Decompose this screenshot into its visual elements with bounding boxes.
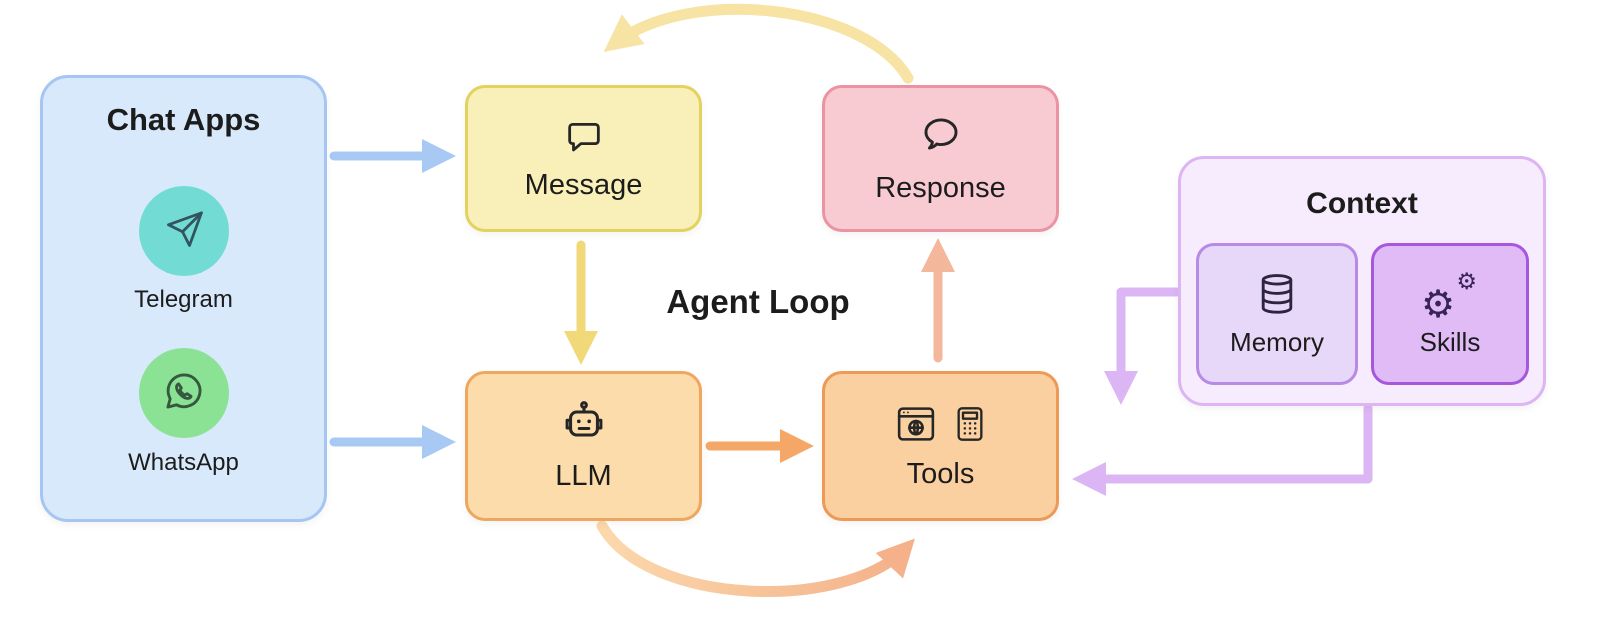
context-title: Context [1306, 187, 1418, 220]
memory-label: Memory [1230, 327, 1324, 357]
gears-icon: ⚙⚙ [1421, 268, 1477, 326]
browser-globe-icon [892, 402, 940, 451]
speech-bubble-round-icon [918, 113, 964, 162]
whatsapp-label: WhatsApp [128, 449, 239, 476]
telegram-label: Telegram [134, 286, 233, 313]
skills-card: ⚙⚙ Skills [1371, 243, 1529, 385]
memory-card: Memory [1196, 243, 1358, 385]
whatsapp-icon [161, 368, 207, 419]
response-node: Response [822, 85, 1059, 232]
robot-icon [556, 399, 612, 456]
arrow-response-to-message-loop [603, 3, 914, 84]
chat-apps-panel: Chat Apps Telegram WhatsApp [40, 75, 327, 522]
calculator-icon [950, 401, 990, 452]
skills-label: Skills [1419, 326, 1481, 357]
tools-node: Tools [822, 371, 1059, 521]
agent-loop-title: Agent Loop [666, 283, 850, 320]
whatsapp-badge [138, 348, 229, 438]
database-icon [1254, 270, 1300, 323]
telegram-icon [162, 207, 206, 256]
arrow-context-to-tools-side [1072, 403, 1373, 497]
llm-node: LLM [465, 371, 702, 521]
tools-icons [892, 401, 990, 452]
message-label: Message [524, 168, 643, 201]
speech-bubble-square-icon [561, 116, 607, 163]
chat-apps-title: Chat Apps [106, 102, 261, 137]
tools-label: Tools [906, 458, 975, 490]
arrow-context-to-tools-top [1103, 287, 1183, 405]
telegram-badge [138, 186, 229, 276]
llm-label: LLM [555, 460, 612, 492]
message-node: Message [465, 85, 702, 232]
response-label: Response [875, 171, 1006, 204]
arrow-llm-to-tools-loop [596, 520, 915, 598]
